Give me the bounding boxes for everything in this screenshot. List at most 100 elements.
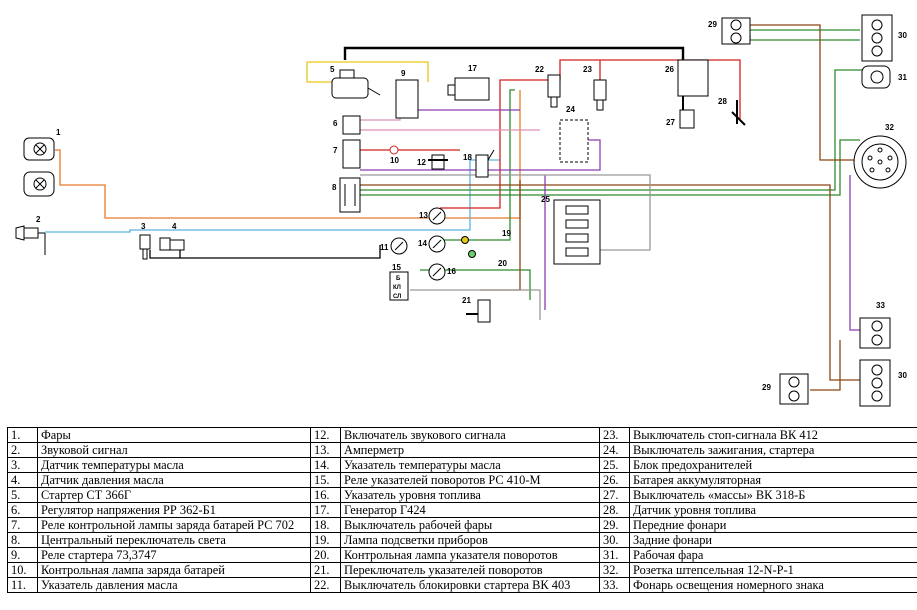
legend-number: 30. xyxy=(599,532,630,548)
legend-number: 2. xyxy=(7,442,38,458)
component-number-label: 26 xyxy=(665,65,674,74)
component-number-label: 15 xyxy=(392,263,401,272)
component-front-lights-lower xyxy=(779,373,809,405)
component-number-label: 33 xyxy=(876,301,885,310)
component-number-label: 10 xyxy=(390,156,399,165)
legend-text: Батарея аккумуляторная xyxy=(629,472,917,488)
terminal-label: Б xyxy=(396,276,401,282)
component-number-label: 11 xyxy=(380,243,389,252)
wire-violet xyxy=(410,109,880,331)
wire-green xyxy=(360,29,870,196)
legend-text: Звуковой сигнал xyxy=(37,442,311,458)
legend-number: 26. xyxy=(599,472,630,488)
component-work-lamp xyxy=(861,65,891,89)
component-oil-pressure-sensor xyxy=(159,237,185,251)
legend-text: Передние фонари xyxy=(629,517,917,533)
component-number-label: 18 xyxy=(463,153,472,162)
component-front-lights xyxy=(721,17,751,45)
component-socket xyxy=(853,135,907,189)
gauge-oil-temp xyxy=(428,235,446,253)
wiring-diagram: 1234567891011121314151617181920212223242… xyxy=(15,14,907,407)
component-number-label: 21 xyxy=(462,296,471,305)
legend-text: Реле указателей поворотов РС 410-М xyxy=(340,472,600,488)
component-starter-relay xyxy=(395,79,419,119)
terminal-label: СЛ xyxy=(393,294,401,300)
legend-text: Генератор Г424 xyxy=(340,502,600,518)
component-turn-switch xyxy=(466,299,491,323)
component-number-label: 29 xyxy=(708,20,717,29)
legend-text: Включатель звукового сигнала xyxy=(340,427,600,443)
component-number-label: 19 xyxy=(502,229,511,238)
legend-number: 10. xyxy=(7,562,38,578)
legend-number: 25. xyxy=(599,457,630,473)
legend-number: 17. xyxy=(310,502,341,518)
component-number-label: 5 xyxy=(330,65,335,74)
component-number-label: 14 xyxy=(418,239,427,248)
component-number-label: 25 xyxy=(541,195,550,204)
component-number-label: 28 xyxy=(718,97,727,106)
legend-text: Выключатель стоп-сигнала ВК 412 xyxy=(629,427,917,443)
legend-text: Стартер СТ 366Г xyxy=(37,487,311,503)
legend-number: 29. xyxy=(599,517,630,533)
legend-text: Датчик давления масла xyxy=(37,472,311,488)
legend-number: 22. xyxy=(310,577,341,593)
component-number-label: 20 xyxy=(498,259,507,268)
legend-text: Центральный переключатель света xyxy=(37,532,311,548)
component-number-label: 32 xyxy=(885,123,894,132)
legend-number: 4. xyxy=(7,472,38,488)
component-number-label: 1 xyxy=(56,128,61,137)
legend-number: 3. xyxy=(7,457,38,473)
legend-text: Рабочая фара xyxy=(629,547,917,563)
legend-number: 11. xyxy=(7,577,38,593)
component-number-label: 7 xyxy=(333,146,338,155)
legend-number: 13. xyxy=(310,442,341,458)
component-number-label: 22 xyxy=(535,65,544,74)
legend-text: Амперметр xyxy=(340,442,600,458)
legend-number: 18. xyxy=(310,517,341,533)
gauge-ammeter xyxy=(428,207,446,225)
component-rear-lights xyxy=(861,14,893,62)
component-light-switch xyxy=(339,177,361,213)
legend-text: Лампа подсветки приборов xyxy=(340,532,600,548)
component-charge-relay xyxy=(342,139,361,169)
gauge-fuel-level xyxy=(428,263,446,281)
component-number-label: 30 xyxy=(898,371,907,380)
legend-text: Выключатель зажигания, стартера xyxy=(629,442,917,458)
component-number-label: 2 xyxy=(36,215,41,224)
legend-number: 9. xyxy=(7,547,38,563)
component-number-label: 23 xyxy=(583,65,592,74)
component-oil-temp-sensor xyxy=(139,234,151,260)
component-fuel-level-sensor xyxy=(731,100,746,126)
wire-brown-2 xyxy=(750,24,860,161)
component-battery xyxy=(677,59,709,97)
component-number-label: 27 xyxy=(666,118,675,127)
legend-row: 7.Реле контрольной лампы заряда батарей … xyxy=(7,517,917,533)
component-number-label: 6 xyxy=(333,119,338,128)
legend-text: Датчик уровня топлива xyxy=(629,502,917,518)
component-generator xyxy=(447,77,490,101)
component-plate-light xyxy=(859,317,891,349)
legend-number: 12. xyxy=(310,427,341,443)
component-number-label: 17 xyxy=(468,64,477,73)
legend-number: 33. xyxy=(599,577,630,593)
legend-number: 27. xyxy=(599,487,630,503)
component-fuse-block xyxy=(553,199,601,265)
wire-yellow xyxy=(306,61,429,83)
legend-text: Выключатель блокировки стартера ВК 403 xyxy=(340,577,600,593)
legend-number: 6. xyxy=(7,502,38,518)
component-work-lamp-switch xyxy=(475,149,495,178)
legend-number: 23. xyxy=(599,427,630,443)
legend-number: 28. xyxy=(599,502,630,518)
component-headlights xyxy=(23,137,55,197)
legend-text: Переключатель указателей поворотов xyxy=(340,562,600,578)
legend-number: 16. xyxy=(310,487,341,503)
terminal-label: КЛ xyxy=(393,285,401,291)
